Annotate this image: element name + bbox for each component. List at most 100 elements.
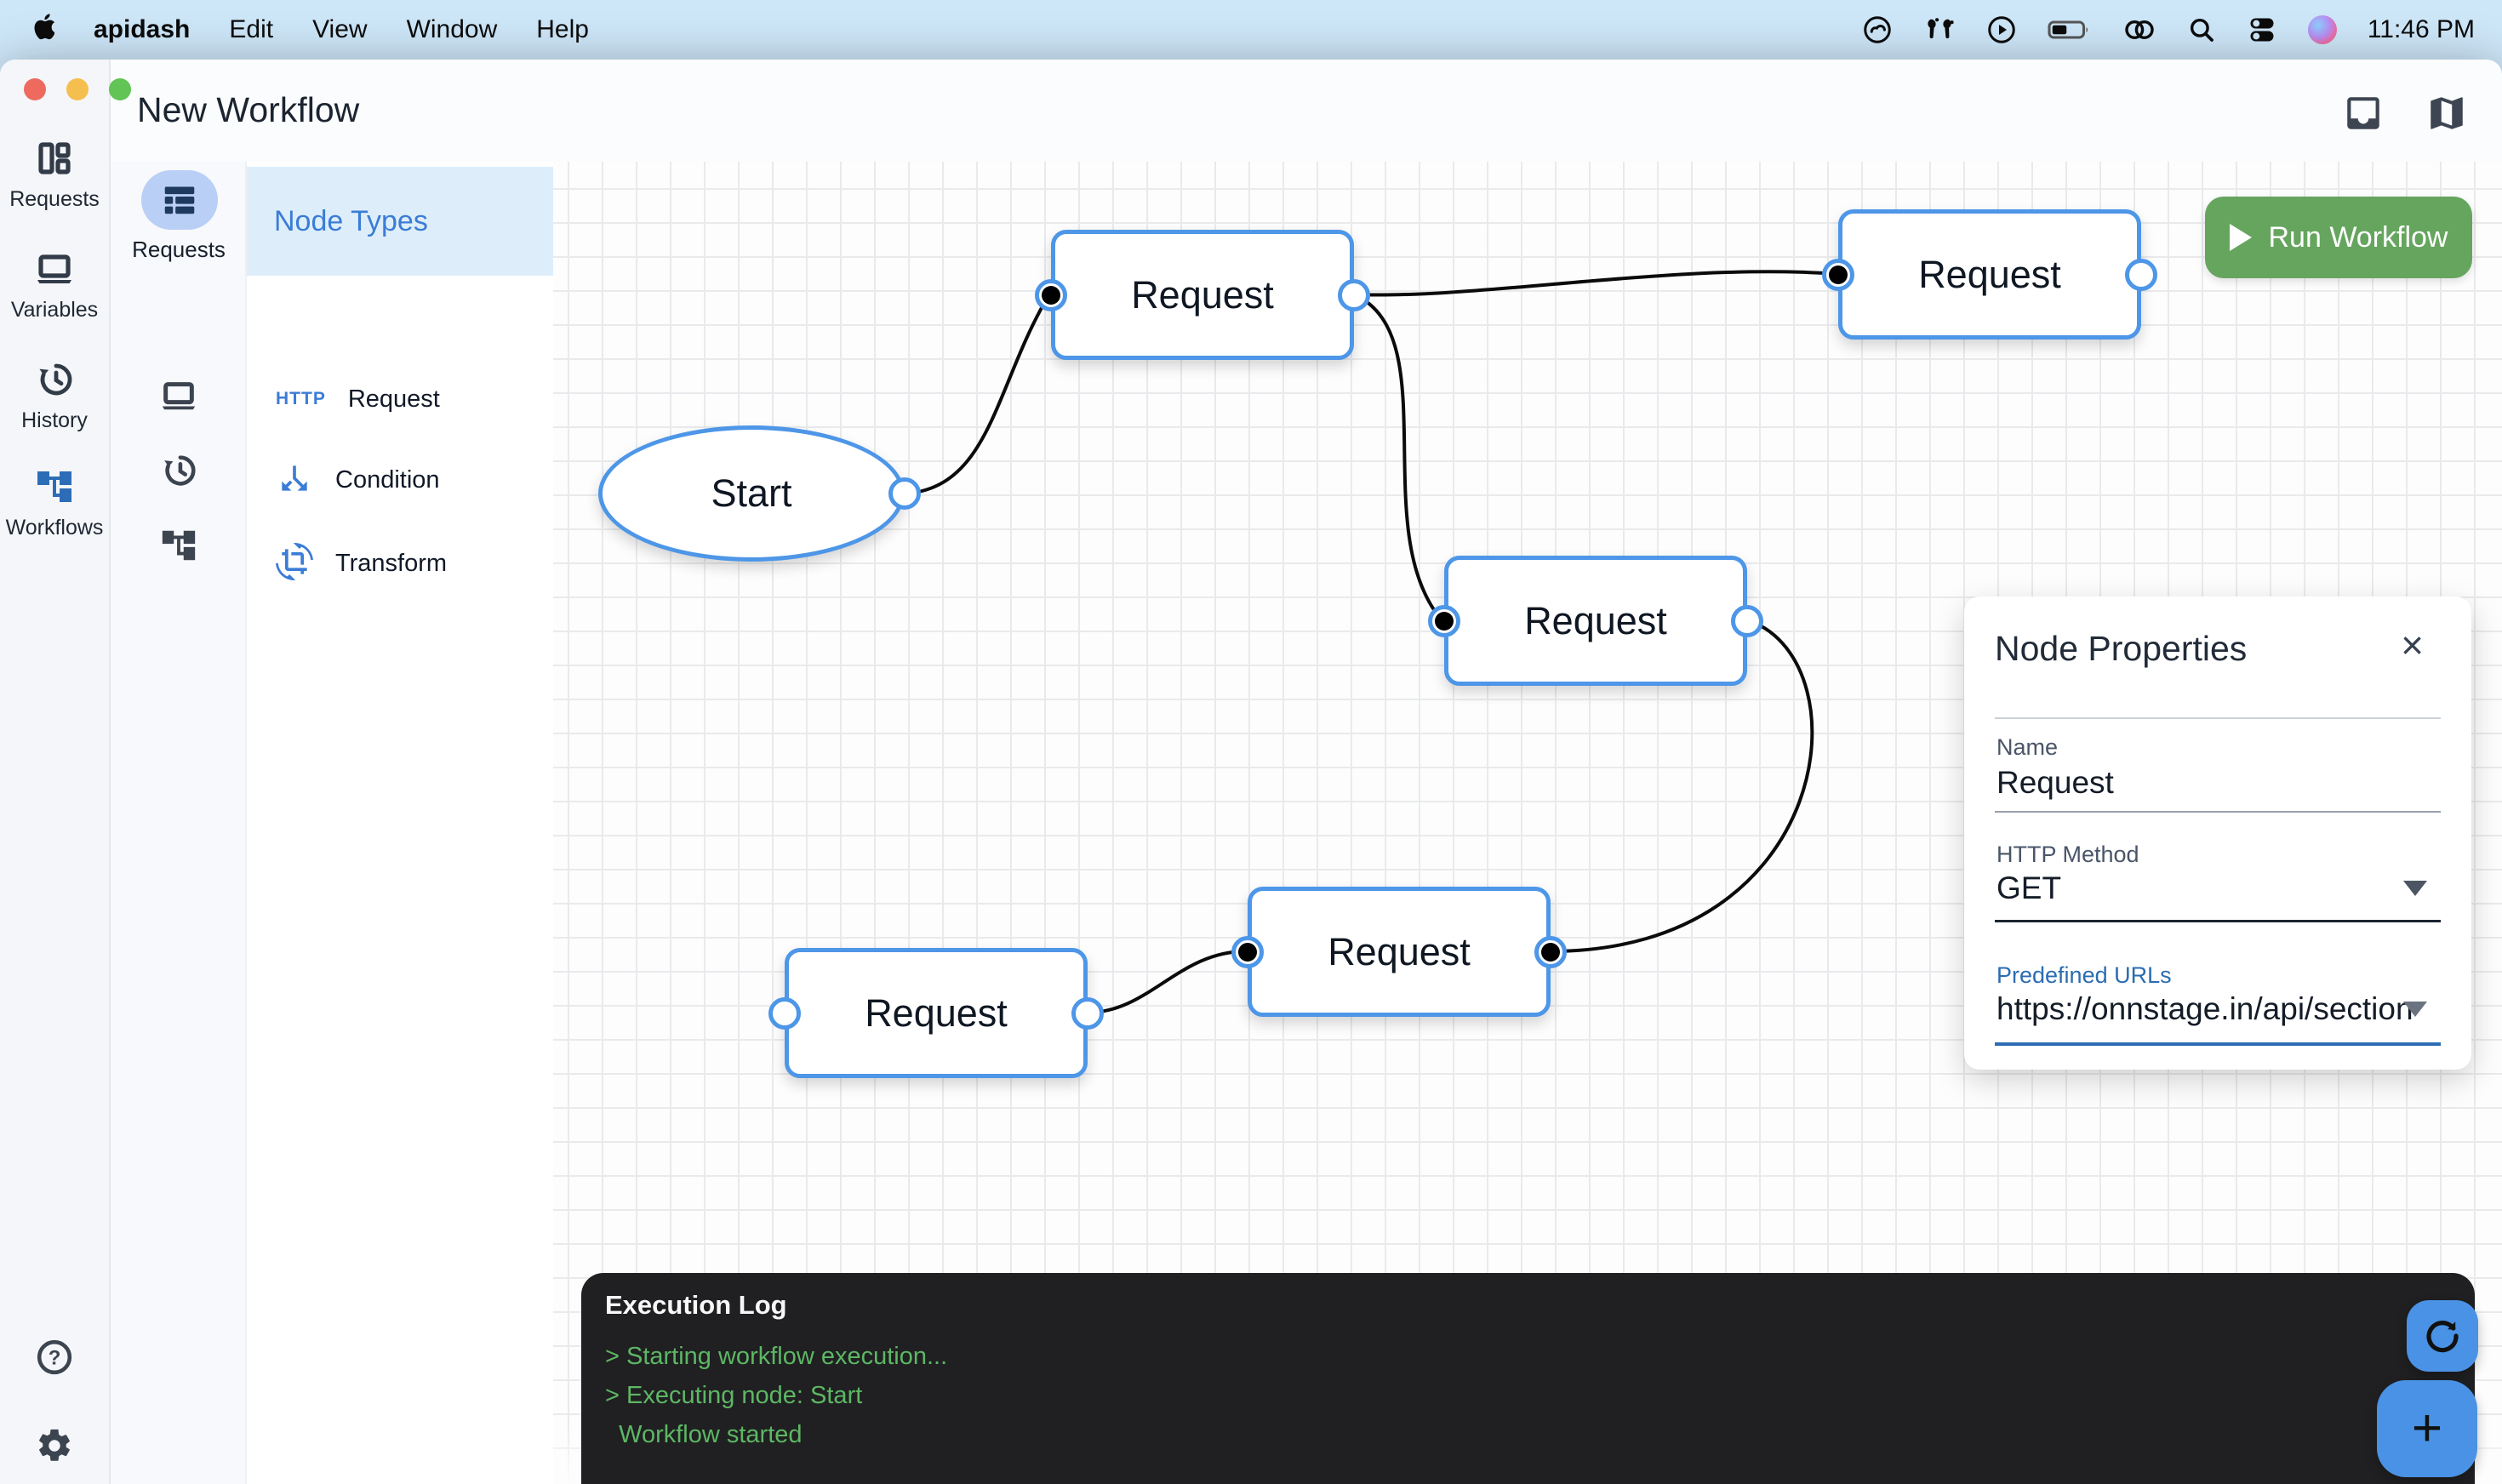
execution-log-title: Execution Log [605, 1290, 787, 1320]
edge-request1-to-request3 [1353, 293, 1444, 623]
predefined-urls-label: Predefined URLs [1996, 962, 2172, 988]
sidebar-label: Workflows [5, 516, 104, 539]
http-method-select[interactable]: GET [1996, 870, 2062, 905]
chevron-down-icon[interactable] [2403, 1002, 2427, 1017]
zoom-window-button[interactable] [109, 78, 131, 100]
divider [1995, 717, 2441, 719]
sidebar-label: Variables [10, 298, 99, 322]
output-port[interactable] [1731, 604, 1763, 637]
menu-help[interactable]: Help [536, 15, 589, 43]
linked-rings-icon[interactable] [2122, 14, 2156, 45]
log-line: > Executing node: Start [605, 1382, 863, 1409]
apple-logo-icon[interactable] [29, 13, 55, 48]
method-underline [1995, 920, 2441, 922]
name-field[interactable]: Request [1996, 765, 2114, 800]
menu-bar: apidash Edit View Window Help 11:46 PM [0, 0, 2502, 60]
plus-icon: + [2411, 1399, 2443, 1458]
rail-item-workflows[interactable] [111, 526, 247, 565]
node-type-request[interactable]: HTTP Request [276, 385, 440, 413]
input-port[interactable] [1035, 278, 1067, 311]
airpods-icon[interactable] [1923, 14, 1956, 45]
rail-item-label: Requests [132, 237, 226, 262]
sidebar-item-history[interactable]: History [0, 359, 109, 433]
input-port[interactable] [1428, 604, 1460, 637]
close-icon[interactable]: × [2401, 623, 2424, 667]
log-line: Workflow started [605, 1421, 803, 1448]
edge-start-to-request1 [905, 293, 1051, 495]
play-circle-icon[interactable] [1986, 14, 2017, 45]
edge-request4-to-request5 [1087, 950, 1247, 1014]
menu-view[interactable]: View [312, 15, 368, 43]
chevron-down-icon[interactable] [2403, 881, 2427, 896]
sidebar-item-workflows[interactable]: Workflows [0, 466, 109, 540]
traffic-lights [24, 78, 131, 100]
log-line: > Starting workflow execution... [605, 1343, 948, 1370]
edge-connections [905, 270, 1837, 1014]
siri-icon[interactable] [2307, 15, 2337, 44]
output-port[interactable] [888, 477, 921, 510]
crop-rotate-icon [276, 542, 313, 585]
input-port[interactable] [1822, 258, 1854, 291]
execution-log-panel: Execution Log > Starting workflow execut… [581, 1273, 2475, 1484]
predefined-urls-select[interactable]: https://onnstage.in/api/section [1996, 991, 2413, 1026]
sidebar-label: Requests [9, 187, 100, 211]
http-icon: HTTP [276, 389, 326, 408]
node-request-bottom-center[interactable]: Request [1231, 887, 1567, 1017]
node-type-condition[interactable]: Condition [247, 450, 553, 510]
dashboard-icon [0, 138, 109, 179]
urls-underline [1995, 1042, 2441, 1046]
output-port[interactable] [1071, 996, 1104, 1030]
inbox-tray-icon[interactable] [2342, 92, 2385, 139]
workflow-tree-icon [162, 530, 196, 561]
settings-button[interactable] [0, 1426, 109, 1470]
rail-item-history[interactable] [111, 451, 247, 490]
rail-item-requests-active[interactable] [141, 170, 218, 230]
search-icon[interactable] [2187, 14, 2216, 45]
input-port[interactable] [768, 996, 801, 1030]
battery-icon[interactable] [2048, 14, 2092, 45]
help-button[interactable]: ? [0, 1338, 109, 1381]
add-node-button[interactable]: + [2377, 1380, 2477, 1477]
table-list-icon [164, 186, 195, 214]
app-window: Requests Variables History Workflows ? [0, 60, 2502, 1484]
node-properties-panel: Node Properties × Name Request HTTP Meth… [1964, 596, 2471, 1070]
close-window-button[interactable] [24, 78, 46, 100]
input-port[interactable] [1231, 935, 1264, 968]
history-icon [0, 359, 109, 400]
refresh-button[interactable] [2407, 1300, 2478, 1372]
http-method-label: HTTP Method [1996, 842, 2139, 867]
menu-edit[interactable]: Edit [229, 15, 274, 43]
panel-title: Node Properties [1995, 629, 2248, 668]
node-start[interactable]: Start [598, 425, 921, 562]
name-underline [1995, 811, 2441, 813]
svg-text:?: ? [49, 1346, 61, 1369]
node-types-panel: Node Types HTTP Request Condition Transf… [247, 162, 553, 1484]
output-port[interactable] [2125, 258, 2157, 291]
workflow-tree-icon [0, 466, 109, 507]
node-request-middle[interactable]: Request [1428, 556, 1763, 686]
control-center-icon[interactable] [2247, 14, 2277, 45]
output-port[interactable] [1534, 935, 1567, 968]
minimize-window-button[interactable] [66, 78, 89, 100]
creative-cloud-icon[interactable] [1862, 14, 1893, 45]
menu-app-name[interactable]: apidash [94, 15, 191, 43]
menu-clock[interactable]: 11:46 PM [2367, 15, 2475, 43]
page-title: New Workflow [137, 90, 360, 129]
node-types-header: Node Types [247, 167, 553, 276]
rail-item-variables[interactable] [111, 376, 247, 415]
edge-request1-to-request2 [1353, 270, 1837, 297]
output-port[interactable] [1338, 278, 1370, 311]
secondary-sidebar: Requests [111, 162, 247, 1484]
sidebar-item-requests[interactable]: Requests [0, 138, 109, 212]
node-request-top-left[interactable]: Request [1035, 230, 1370, 360]
map-icon[interactable] [2425, 92, 2468, 139]
run-workflow-button[interactable]: Run Workflow [2205, 197, 2472, 278]
sidebar-label: History [21, 408, 88, 432]
refresh-icon [2426, 1321, 2459, 1353]
name-label: Name [1996, 734, 2059, 760]
node-request-top-right[interactable]: Request [1822, 209, 2157, 340]
sidebar-item-variables[interactable]: Variables [0, 248, 109, 322]
node-request-bottom-left[interactable]: Request [768, 948, 1104, 1078]
node-type-transform[interactable]: Transform [247, 534, 553, 593]
menu-window[interactable]: Window [406, 15, 498, 43]
